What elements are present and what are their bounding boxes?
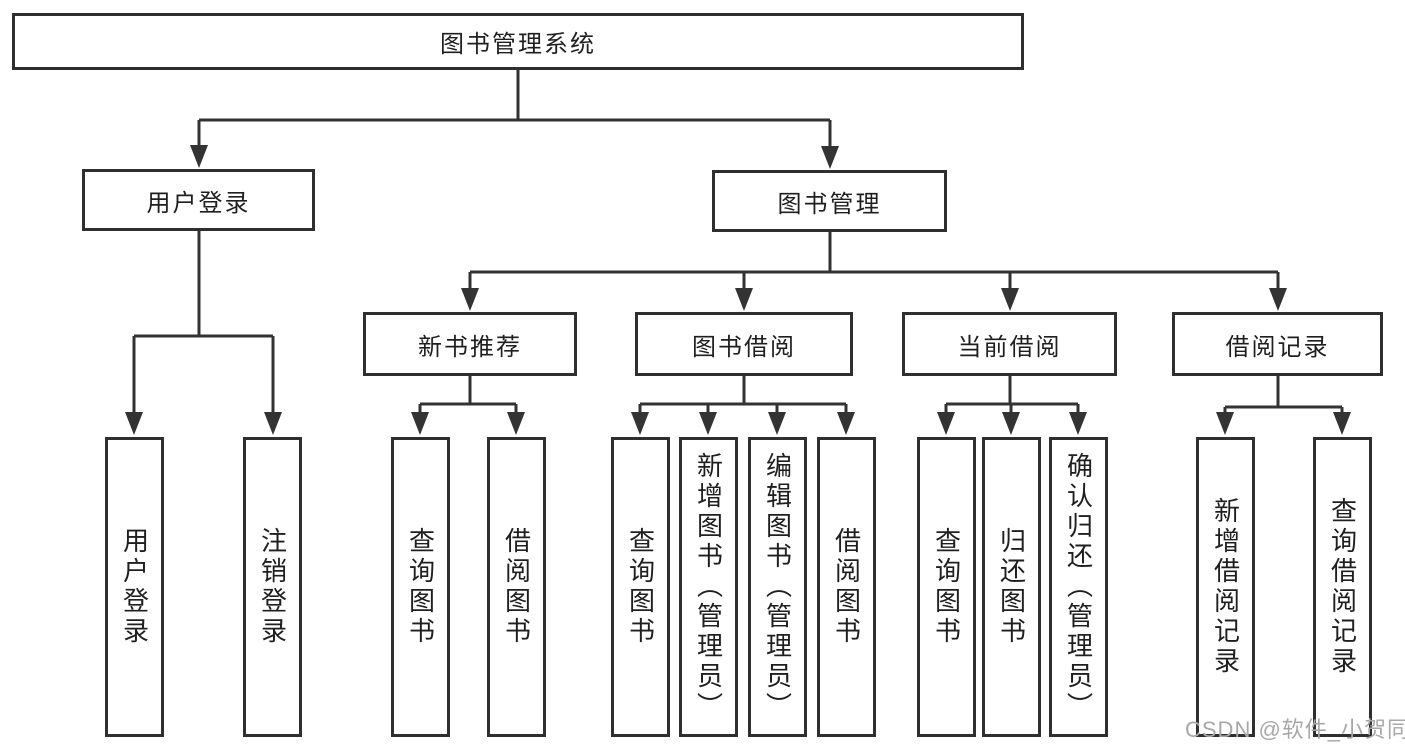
node-book-management: 图书管理: [712, 170, 947, 232]
connector-root-to-level2: [190, 70, 839, 169]
connector-user-login-branch: [125, 231, 282, 435]
leaf-user-login: 用户登录: [105, 437, 164, 737]
node-borrow-records-label: 借阅记录: [1225, 333, 1330, 361]
leaf-add-books-admin-label: 新增图书（管理员）: [693, 452, 724, 722]
leaf-borrow-books-label: 借阅图书: [831, 527, 862, 647]
leaf-edit-books-admin: 编辑图书（管理员）: [748, 437, 807, 737]
leaf-borrow-books: 借阅图书: [817, 437, 876, 737]
csdn-watermark: CSDN @软件_小贺同学: [1185, 717, 1405, 742]
node-new-book-recommend: 新书推荐: [363, 312, 577, 376]
node-book-borrow: 图书借阅: [635, 312, 853, 376]
connector-book-management-branch: [461, 232, 1287, 311]
connector-borrow-records-children: [1216, 376, 1351, 435]
leaf-query-borrow-record: 查询借阅记录: [1313, 437, 1372, 737]
leaf-return-books: 归还图书: [982, 437, 1041, 737]
leaf-query-books-current-label: 查询图书: [931, 527, 962, 647]
node-current-borrow-label: 当前借阅: [957, 333, 1062, 361]
connector-new-book-children: [411, 376, 525, 435]
leaf-query-books-borrow: 查询图书: [611, 437, 670, 737]
node-book-borrow-label: 图书借阅: [692, 333, 796, 361]
leaf-borrow-books-recommend-label: 借阅图书: [501, 527, 532, 647]
node-book-management-label: 图书管理: [777, 190, 882, 218]
leaf-query-books-current: 查询图书: [917, 437, 976, 737]
leaf-logout-label: 注销登录: [257, 527, 288, 647]
node-user-login: 用户登录: [82, 169, 315, 231]
leaf-confirm-return-admin-label: 确认归还（管理员）: [1063, 452, 1094, 722]
node-library-system: 图书管理系统: [12, 13, 1024, 70]
leaf-edit-books-admin-label: 编辑图书（管理员）: [762, 452, 793, 722]
leaf-add-books-admin: 新增图书（管理员）: [679, 437, 738, 737]
leaf-return-books-label: 归还图书: [996, 527, 1027, 647]
node-new-book-recommend-label: 新书推荐: [418, 333, 522, 361]
leaf-borrow-books-recommend: 借阅图书: [487, 437, 546, 737]
leaf-logout: 注销登录: [243, 437, 302, 737]
leaf-query-books-borrow-label: 查询图书: [625, 527, 656, 647]
leaf-user-login-label: 用户登录: [119, 527, 150, 647]
node-borrow-records: 借阅记录: [1172, 312, 1383, 376]
leaf-confirm-return-admin: 确认归还（管理员）: [1049, 437, 1108, 737]
leaf-query-books-recommend-label: 查询图书: [405, 527, 436, 647]
node-current-borrow: 当前借阅: [902, 312, 1117, 376]
connector-book-borrow-children: [631, 376, 855, 435]
leaf-query-books-recommend: 查询图书: [391, 437, 450, 737]
node-user-login-label: 用户登录: [146, 189, 251, 217]
leaf-add-borrow-record: 新增借阅记录: [1196, 437, 1255, 737]
connector-current-borrow-children: [937, 376, 1087, 435]
leaf-add-borrow-record-label: 新增借阅记录: [1210, 497, 1241, 677]
node-library-system-label: 图书管理系统: [440, 31, 596, 58]
leaf-query-borrow-record-label: 查询借阅记录: [1327, 497, 1358, 677]
